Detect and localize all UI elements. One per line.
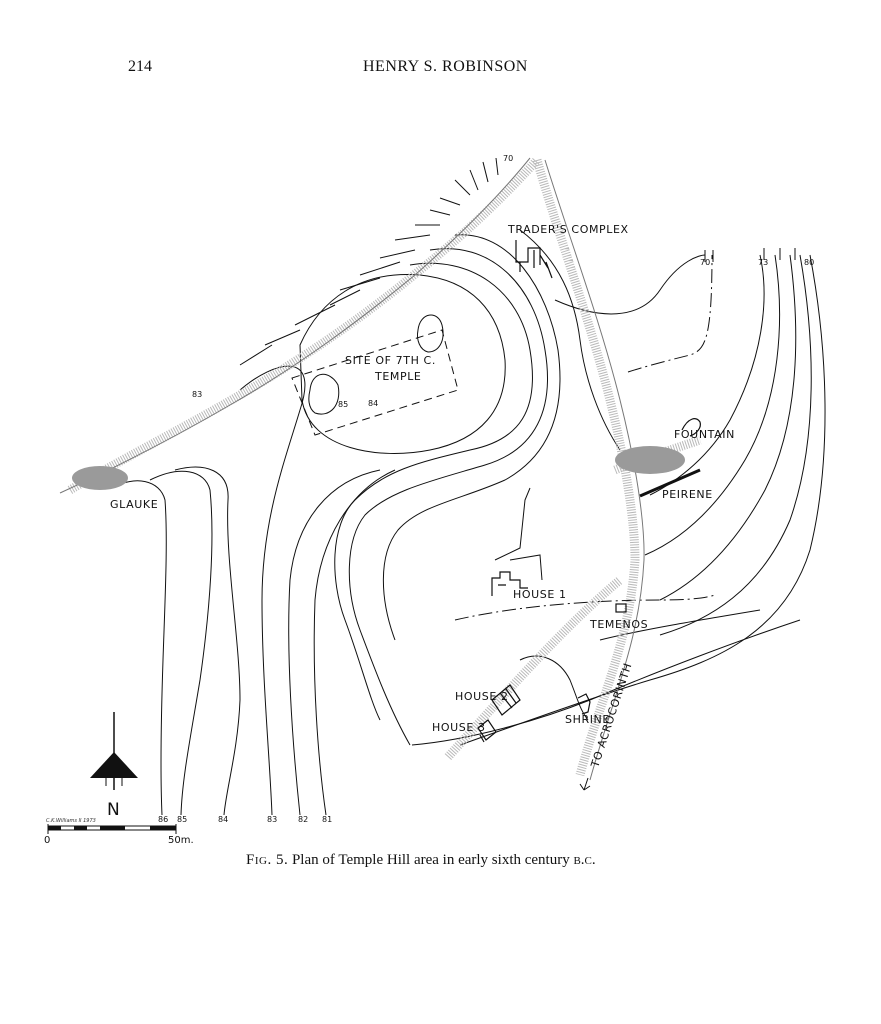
label-glauke: GLAUKE [110, 498, 158, 511]
num-83-bottom: 83 [267, 815, 277, 824]
num-86-bottom: 86 [158, 815, 168, 824]
running-header-author: HENRY S. ROBINSON [363, 58, 528, 75]
structures [477, 240, 701, 743]
scale-start: 0 [44, 835, 50, 846]
contour-south-3 [599, 609, 761, 641]
num-73: 73 [758, 258, 768, 267]
contour-85 [149, 470, 213, 816]
num-80: 80 [804, 258, 814, 267]
num-81-bottom: 81 [322, 815, 332, 824]
contour-86 [111, 480, 167, 816]
temple-site-outline [291, 329, 459, 436]
contour-hill-west-2 [348, 248, 548, 746]
label-temenos: TEMENOS [589, 618, 648, 631]
fountain-structure [681, 418, 701, 437]
label-site-line1: SITE OF 7TH C. [345, 354, 436, 367]
stipple-areas [72, 446, 685, 490]
shrine-walls [577, 693, 591, 715]
contour-south-2 [519, 655, 589, 721]
figure-number: Fig. 5. [246, 852, 289, 868]
num-83: 83 [192, 390, 202, 399]
road-houses [444, 576, 623, 761]
road-acrocorinth-edge [544, 159, 645, 781]
traders-complex-walls [515, 240, 553, 279]
contour-70-east [627, 254, 713, 373]
north-arrow-head-icon [90, 752, 138, 778]
scale-credit: C.K.Williams II 1973 [46, 818, 96, 824]
contour-numbers: 70 70 73 80 83 85 84 86 85 84 83 82 81 [158, 154, 814, 824]
num-82-bottom: 82 [298, 815, 308, 824]
road-northwest [67, 156, 541, 494]
num-85-bottom: 85 [177, 815, 187, 824]
contour-east-2 [554, 254, 706, 315]
contour-east-76 [659, 254, 797, 601]
contour-hilltop-85 [308, 373, 340, 415]
contour-hilltop-peak [417, 314, 444, 353]
contour-81 [313, 469, 396, 816]
num-84-bottom: 84 [218, 815, 228, 824]
house-1-walls [491, 571, 528, 596]
scale-end: 50m. [168, 835, 194, 846]
roads [59, 156, 702, 781]
figure-caption: Fig. 5. Plan of Temple Hill area in earl… [246, 852, 596, 869]
north-label: N [107, 800, 120, 820]
contour-hill-west-1 [334, 262, 533, 721]
contour-east-78 [659, 254, 812, 636]
road-to-acrocorinth [532, 158, 640, 777]
num-70-top: 70 [503, 154, 513, 163]
num-84-site: 84 [368, 399, 378, 408]
figure-caption-era: b.c. [573, 852, 596, 868]
contour-south-dash [454, 594, 716, 621]
page-number: 214 [128, 58, 152, 75]
label-fountain: FOUNTAIN [674, 428, 735, 441]
house-2-walls [491, 684, 521, 716]
contour-hill-west-3 [382, 234, 561, 641]
contour-84 [174, 466, 241, 816]
contour-83 [239, 365, 306, 816]
scarp-hachures [239, 157, 796, 366]
figure-caption-text: Plan of Temple Hill area in early sixth … [291, 852, 570, 868]
label-peirene: PEIRENE [662, 488, 713, 501]
road-northwest-edge [59, 157, 531, 494]
peirene-facade [639, 468, 701, 498]
num-70-right: 70 [700, 258, 710, 267]
label-traders-complex: TRADER'S COMPLEX [507, 223, 629, 236]
contour-80 [459, 254, 826, 746]
arrow-to-acrocorinth-icon [579, 777, 591, 791]
scale-bar: C.K.Williams II 1973 0 50m. [44, 818, 194, 846]
num-85-site: 85 [338, 400, 348, 409]
contour-east-1 [519, 229, 621, 451]
house-1-terrace [494, 487, 543, 581]
label-site-line2: TEMPLE [374, 370, 421, 383]
north-arrow: N [90, 712, 138, 820]
label-shrine: SHRINE [565, 713, 610, 726]
contour-73 [649, 254, 765, 496]
house-3-walls [477, 719, 497, 743]
contour-lines [111, 229, 826, 816]
contour-82 [288, 469, 381, 816]
contour-hilltop-outer [299, 273, 506, 454]
temenos-structure [615, 603, 627, 613]
label-house-1: HOUSE 1 [513, 588, 567, 601]
label-house-3: HOUSE 3 [432, 721, 486, 734]
contour-east-74 [644, 254, 781, 556]
label-house-2: HOUSE 2 [455, 690, 509, 703]
